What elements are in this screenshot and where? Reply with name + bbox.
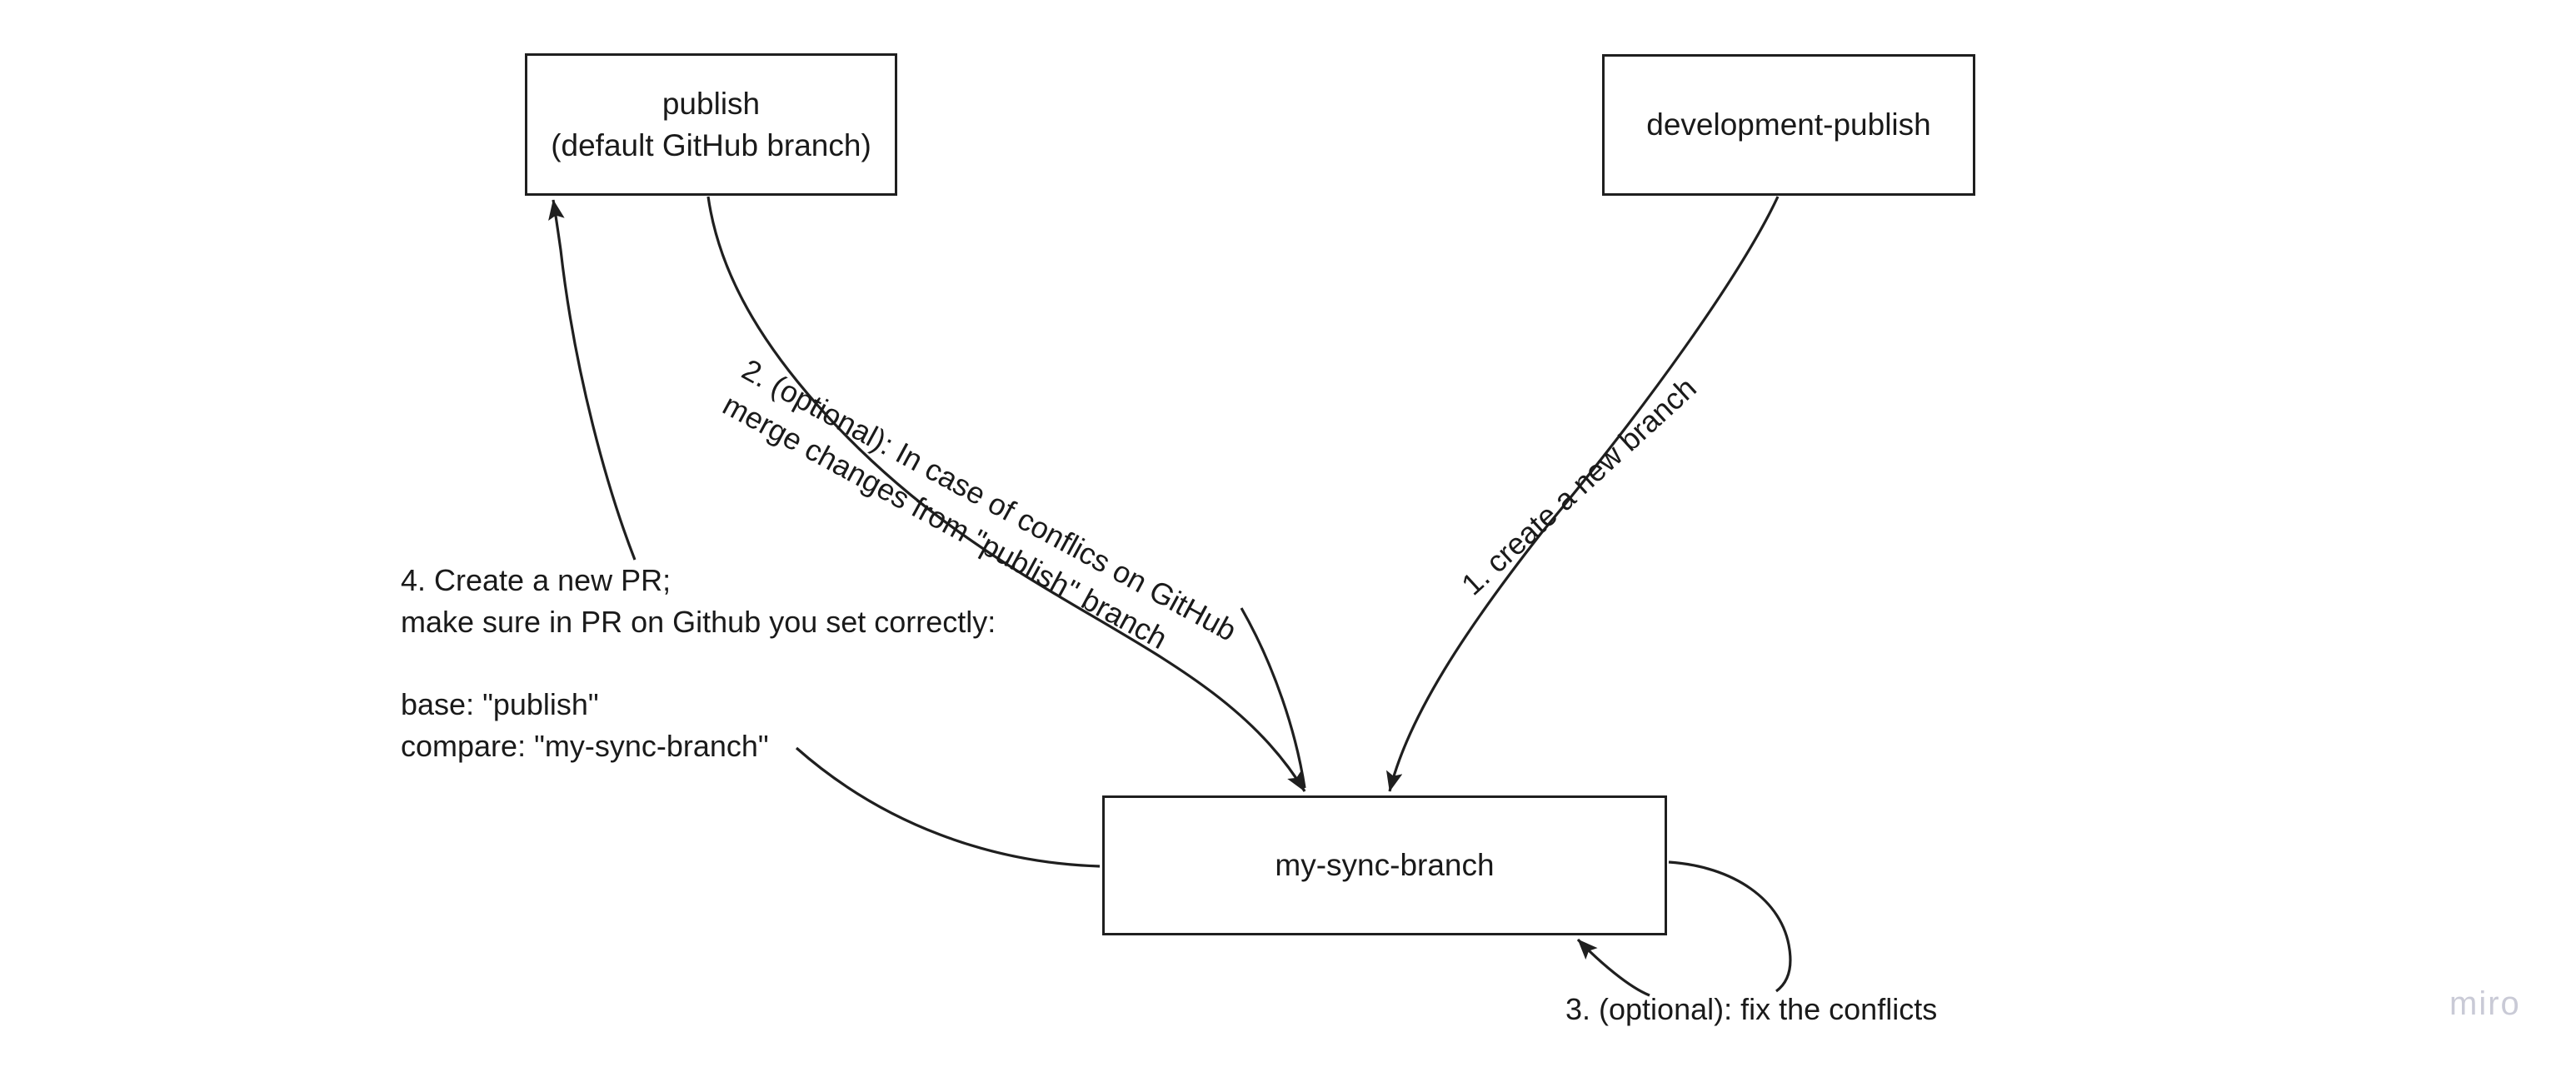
miro-watermark: miro [2449, 985, 2521, 1022]
edge-label-fix-conflicts[interactable]: 3. (optional): fix the conflicts [1565, 992, 1938, 1026]
note-create-pr[interactable]: 4. Create a new PR; make sure in PR on G… [401, 563, 996, 763]
edge-fix-conflicts-loop [1668, 860, 1792, 993]
edge-label-create-new-branch[interactable]: 1. create a new branch [1455, 370, 1703, 602]
node-development-publish[interactable]: development-publish [1602, 54, 1975, 196]
edge-merge-changes-tail [1240, 607, 1306, 789]
edge-fix-conflicts-return [1576, 938, 1650, 997]
edge-create-pr-up [548, 199, 637, 561]
node-publish[interactable]: publish (default GitHub branch) [525, 53, 897, 196]
node-my-sync-branch[interactable]: my-sync-branch [1102, 795, 1667, 935]
